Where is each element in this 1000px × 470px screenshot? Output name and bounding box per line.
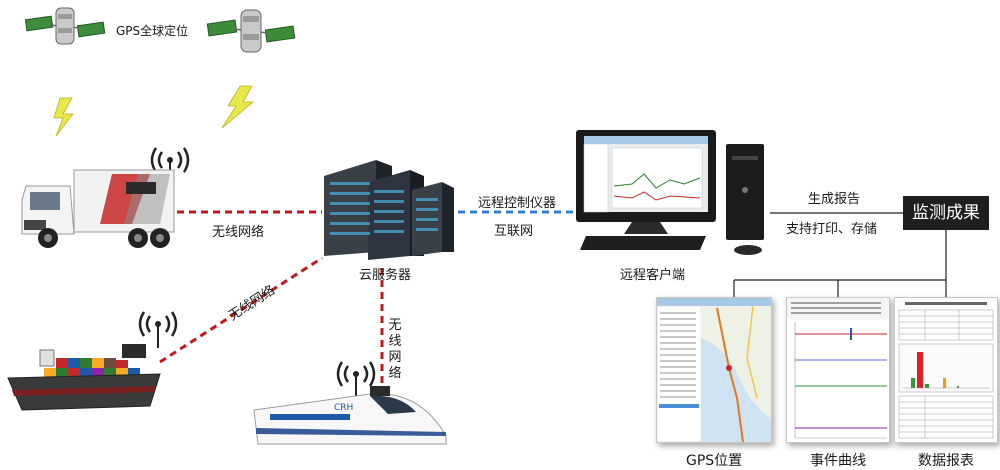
remote-client-label: 远程客户端 xyxy=(620,268,686,283)
generate-report-label: 生成报告 xyxy=(808,192,861,207)
remote-client-computer-icon xyxy=(576,130,764,255)
data-report-label: 数据报表 xyxy=(918,453,974,469)
svg-text:CRH: CRH xyxy=(334,403,353,413)
train-icon: CRH xyxy=(253,386,447,445)
gps-position-thumbnail xyxy=(656,297,772,443)
wireless-signal-icon xyxy=(336,361,376,398)
link-ship-server xyxy=(159,256,323,364)
internet-label: 互联网 xyxy=(494,224,534,239)
wireless-network-label-train: 无线网络 xyxy=(388,318,402,381)
cloud-server-label: 云服务器 xyxy=(359,268,412,283)
cloud-server-icon xyxy=(324,160,454,260)
gps-position-label: GPS位置 xyxy=(686,453,743,469)
satellite-icon xyxy=(24,7,106,45)
truck-icon xyxy=(21,169,175,248)
gps-label: GPS全球定位 xyxy=(116,24,189,38)
wireless-network-label-truck: 无线网络 xyxy=(212,225,265,240)
wireless-signal-icon xyxy=(138,311,178,348)
event-curve-thumbnail xyxy=(786,297,890,443)
remote-instrument-label: 远程控制仪器 xyxy=(478,196,557,211)
results-box: 监测成果 xyxy=(903,196,989,230)
lightning-icon xyxy=(53,97,74,137)
satellite-icon xyxy=(206,9,296,53)
ship-icon xyxy=(7,344,161,411)
lightning-icon xyxy=(221,85,255,129)
data-report-thumbnail xyxy=(894,297,998,443)
print-store-label: 支持打印、存储 xyxy=(786,222,878,237)
event-curve-label: 事件曲线 xyxy=(810,453,866,469)
